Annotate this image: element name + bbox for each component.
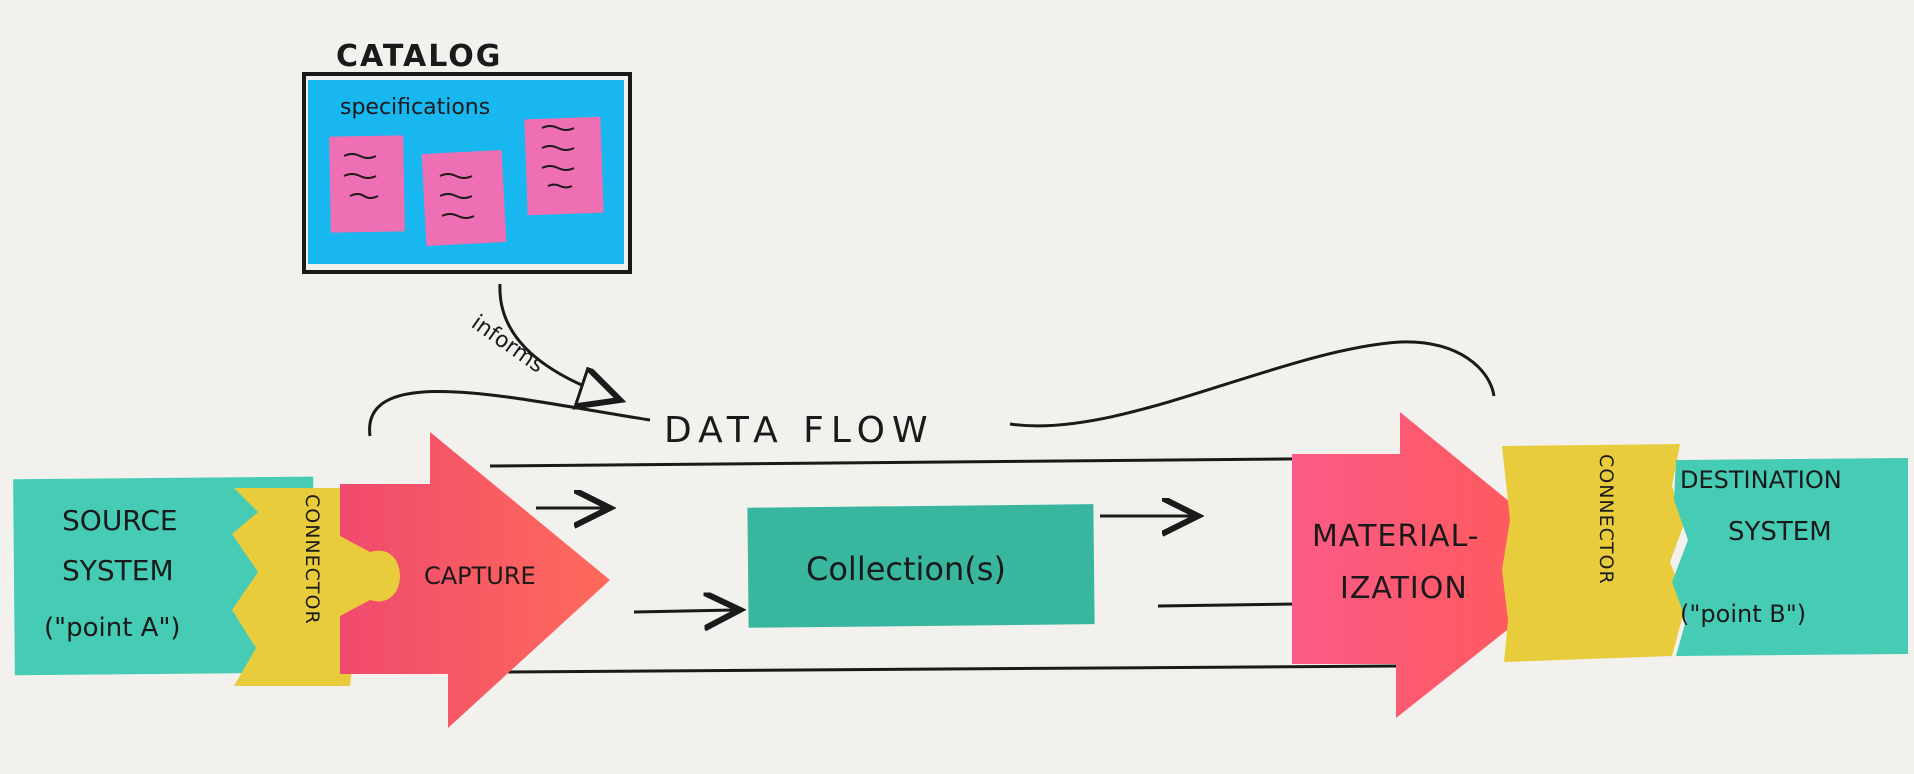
destination-system: DESTINATION SYSTEM ("point B") bbox=[1672, 458, 1908, 656]
collections-label: Collection(s) bbox=[806, 550, 1006, 588]
pipeline-top-line bbox=[489, 456, 1401, 468]
source-system: SOURCE SYSTEM ("point A") bbox=[13, 476, 315, 676]
capture-label: CAPTURE bbox=[424, 562, 536, 590]
materialization-line-2: IZATION bbox=[1340, 571, 1468, 606]
puzzle-tab bbox=[340, 536, 400, 616]
data-flow-bracket-left bbox=[368, 389, 651, 437]
catalog-frame bbox=[302, 72, 632, 274]
spec-note-2 bbox=[421, 149, 507, 247]
arrow-into-materialization bbox=[1157, 602, 1297, 608]
data-flow-annotation: DATA FLOW bbox=[368, 340, 1496, 451]
data-flow-label: DATA FLOW bbox=[664, 410, 935, 451]
informs-arrow bbox=[498, 283, 620, 400]
source-line-1: SOURCE bbox=[62, 504, 178, 537]
informs-annotation: informs bbox=[467, 283, 620, 400]
connector-left: CONNECTOR bbox=[232, 488, 356, 686]
catalog-group: CATALOG specifications bbox=[302, 39, 632, 274]
data-flow-bracket-right bbox=[1009, 340, 1496, 428]
materialization-line-1: MATERIAL- bbox=[1312, 519, 1480, 554]
destination-line-1: DESTINATION bbox=[1680, 466, 1842, 494]
source-line-3: ("point A") bbox=[44, 613, 181, 643]
connector-right: CONNECTOR bbox=[1502, 444, 1686, 662]
connector-left-label: CONNECTOR bbox=[301, 494, 323, 625]
source-line-2: SYSTEM bbox=[62, 554, 174, 587]
arrow-to-collections bbox=[633, 610, 734, 612]
catalog-subtitle: specifications bbox=[340, 95, 490, 120]
spec-note-1 bbox=[329, 135, 405, 233]
pipeline-bottom-line bbox=[499, 664, 1401, 674]
collections-box: Collection(s) bbox=[747, 504, 1095, 628]
capture-arrow: CAPTURE bbox=[340, 432, 610, 728]
spec-note-3 bbox=[524, 116, 604, 216]
destination-line-3: ("point B") bbox=[1680, 600, 1806, 628]
connector-right-label: CONNECTOR bbox=[1595, 454, 1617, 585]
materialization-arrow: MATERIAL- IZATION bbox=[1292, 412, 1588, 718]
destination-line-2: SYSTEM bbox=[1728, 517, 1832, 547]
catalog-title: CATALOG bbox=[336, 39, 502, 74]
